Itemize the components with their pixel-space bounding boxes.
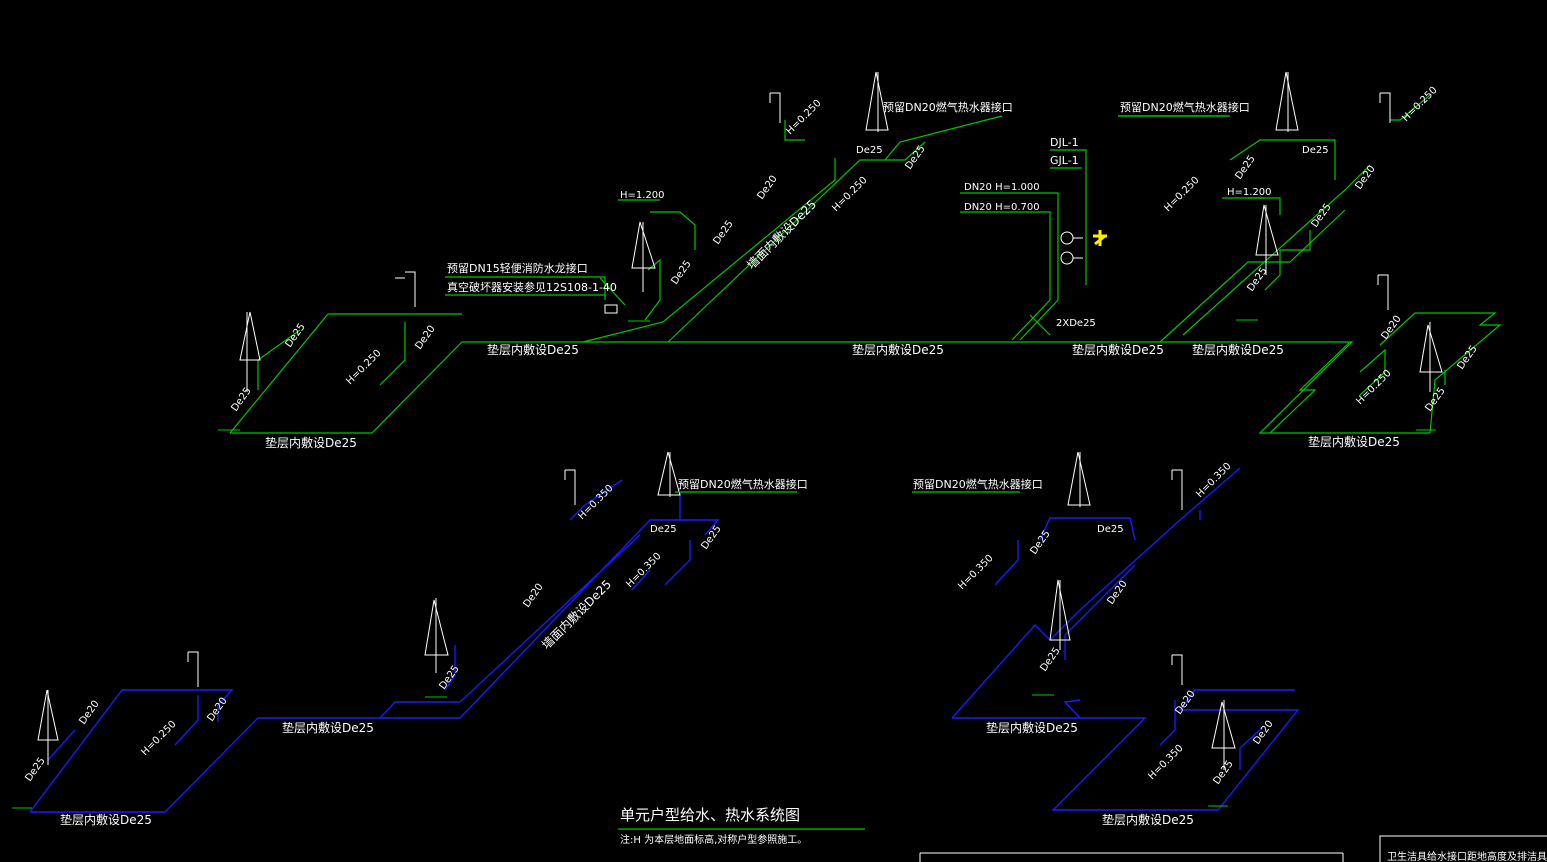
gas-heater-note: 预留DN20燃气热水器接口 — [1120, 100, 1250, 114]
svg-text:De20: De20 — [1105, 579, 1129, 607]
svg-text:De25: De25 — [669, 259, 693, 287]
svg-text:H=0.350: H=0.350 — [1146, 743, 1185, 782]
basin-icon — [424, 598, 449, 673]
gas-heater-note: 预留DN20燃气热水器接口 — [913, 477, 1043, 491]
meter-icon — [1060, 251, 1074, 265]
fire-hose-note: 预留DN15轻便消防水龙接口 — [447, 261, 588, 275]
shower-icon — [395, 271, 416, 307]
shower-icon — [1379, 92, 1391, 123]
riser-label: DJL-1 — [1050, 136, 1079, 149]
svg-text:De25: De25 — [711, 219, 735, 247]
basin-icon — [1255, 204, 1279, 275]
branch-label: DN20 H=0.700 — [964, 202, 1040, 213]
svg-text:De25: De25 — [1211, 759, 1235, 787]
hot-water-system — [29, 467, 1300, 813]
cold-water-system — [229, 94, 1502, 434]
vacuum-breaker-note: 真空破坏器安装参见12S108-1-40 — [447, 280, 617, 294]
svg-text:H=0.350: H=0.350 — [1194, 461, 1233, 500]
basin-icon — [1419, 322, 1443, 392]
svg-text:De20: De20 — [755, 174, 779, 202]
svg-text:De25: De25 — [1455, 344, 1479, 372]
highlight-marker-icon — [1093, 230, 1107, 246]
svg-text:De25: De25 — [1423, 386, 1447, 414]
pipe-label: 垫层内敷设De25 — [1102, 812, 1194, 827]
svg-text:De25: De25 — [1302, 145, 1329, 156]
svg-text:H=0.350: H=0.350 — [624, 551, 663, 590]
svg-text:H=0.250: H=0.250 — [344, 348, 383, 387]
drawing-title: 单元户型给水、热水系统图 — [620, 806, 800, 824]
shower-icon — [1171, 469, 1183, 510]
pipe-label: 垫层内敷设De25 — [1308, 434, 1400, 449]
svg-text:De25: De25 — [1233, 154, 1257, 182]
pipe-label: 垫层内敷设De25 — [282, 720, 374, 735]
svg-text:H=0.250: H=0.250 — [784, 98, 823, 137]
svg-text:H=0.250: H=0.250 — [830, 175, 869, 214]
shower-icon — [769, 92, 781, 123]
pipe-label: 垫层内敷设De25 — [986, 720, 1078, 735]
svg-text:H=0.350: H=0.350 — [956, 553, 995, 592]
shower-icon — [564, 469, 576, 505]
basin-icon — [1049, 579, 1071, 650]
svg-text:De25: De25 — [1038, 646, 1062, 674]
pipe-label: 垫层内敷设De25 — [852, 342, 944, 357]
svg-text:De25: De25 — [1097, 524, 1124, 535]
svg-text:H=1.200: H=1.200 — [1227, 187, 1272, 198]
pipe-label: 垫层内敷设De25 — [1192, 342, 1284, 357]
shower-icon — [1171, 654, 1183, 685]
basin-icon — [631, 221, 656, 292]
basin-icon — [865, 71, 889, 132]
basin-icon — [37, 689, 59, 765]
pipe-label: 垫层内敷设De25 — [60, 812, 152, 827]
basin-icon — [1275, 71, 1299, 132]
riser-label: GJL-1 — [1050, 154, 1079, 167]
pipe-label: 垫层内敷设De25 — [265, 435, 357, 450]
svg-text:De25: De25 — [856, 145, 883, 156]
branch-label: 2XDe25 — [1056, 318, 1096, 329]
basin-icon — [1067, 451, 1091, 507]
svg-text:De25: De25 — [650, 524, 677, 535]
gas-heater-note: 预留DN20燃气热水器接口 — [678, 477, 808, 491]
svg-text:H=0.250: H=0.250 — [1162, 175, 1201, 214]
svg-text:H=0.250: H=0.250 — [1400, 85, 1439, 124]
basin-icon — [239, 311, 261, 392]
gas-heater-note: 预留DN20燃气热水器接口 — [883, 100, 1013, 114]
svg-text:De25: De25 — [1309, 202, 1333, 230]
pipe-label: 墙面内敷设De25 — [744, 197, 820, 273]
basin-icon — [1211, 700, 1236, 770]
pipe-label: 垫层内敷设De25 — [487, 342, 579, 357]
labels: 垫层内敷设De25 垫层内敷设De25 垫层内敷设De25 垫层内敷设De25 … — [23, 85, 1547, 862]
drawing-note: 注:H 为本层地面标高,对称户型参照施工。 — [620, 833, 807, 846]
pipe-label: 垫层内敷设De25 — [1072, 342, 1164, 357]
svg-text:De25: De25 — [283, 322, 307, 350]
corner-note: 卫生洁具给水接口距地高度及排洁具支管管 — [1387, 850, 1547, 862]
svg-text:De20: De20 — [1173, 689, 1197, 717]
svg-text:De20: De20 — [413, 324, 437, 352]
shower-icon — [1377, 274, 1389, 310]
svg-text:H=0.350: H=0.350 — [576, 483, 615, 522]
shower-icon — [187, 651, 199, 687]
svg-text:H=0.250: H=0.250 — [139, 719, 178, 758]
pipe-label: 墙面内敷设De25 — [539, 577, 615, 653]
svg-text:De25: De25 — [1028, 529, 1052, 557]
svg-text:De25: De25 — [437, 664, 461, 692]
svg-text:H=0.250: H=0.250 — [1354, 368, 1393, 407]
fixtures — [12, 71, 1547, 862]
svg-text:H=1.200: H=1.200 — [620, 190, 665, 201]
meter-icon — [1060, 231, 1074, 245]
branch-label: DN20 H=1.000 — [964, 182, 1040, 193]
svg-text:De25: De25 — [699, 524, 723, 552]
basin-icon — [657, 451, 681, 497]
svg-text:De20: De20 — [521, 582, 545, 610]
svg-text:De20: De20 — [1379, 314, 1403, 342]
svg-text:De25: De25 — [23, 756, 47, 784]
breaker-box-icon — [604, 304, 618, 314]
